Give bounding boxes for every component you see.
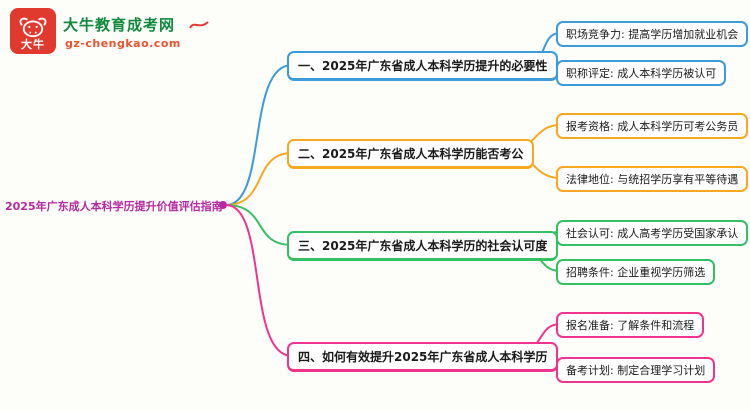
leaf-node: 社会认可: 成人高考学历受国家承认: [556, 220, 749, 246]
leaf-node: 招聘条件: 企业重视学历筛选: [556, 259, 716, 285]
leaf-node: 职场竞争力: 提高学历增加就业机会: [556, 21, 749, 47]
leaf-node: 报考资格: 成人本科学历可考公务员: [556, 113, 749, 139]
root-node: 2025年广东成人本科学历提升价值评估指南: [5, 200, 223, 213]
logo-badge-text: 大牛: [21, 37, 45, 51]
logo-flourish-icon: [189, 21, 209, 29]
bull-icon: [19, 17, 47, 37]
branch-node-4: 四、如何有效提升2025年广东省成人本科学历: [287, 342, 559, 372]
leaf-node: 职称评定: 成人本科学历被认可: [556, 60, 727, 86]
branch-node-2: 二、2025年广东省成人本科学历能否考公: [287, 139, 535, 169]
branch-node-1: 一、2025年广东省成人本科学历提升的必要性: [287, 51, 559, 81]
logo-site-name: 大牛教育成考网: [63, 16, 176, 34]
root-node-dot: [219, 201, 227, 209]
logo-badge: 大牛: [10, 8, 56, 54]
branch-node-3: 三、2025年广东省成人本科学历的社会认可度: [287, 231, 559, 261]
leaf-node: 报名准备: 了解条件和流程: [556, 312, 705, 338]
logo-site-url: gz-chengkao.com: [65, 37, 181, 50]
leaf-node: 法律地位: 与统招学历享有平等待遇: [556, 166, 749, 192]
leaf-node: 备考计划: 制定合理学习计划: [556, 357, 716, 383]
